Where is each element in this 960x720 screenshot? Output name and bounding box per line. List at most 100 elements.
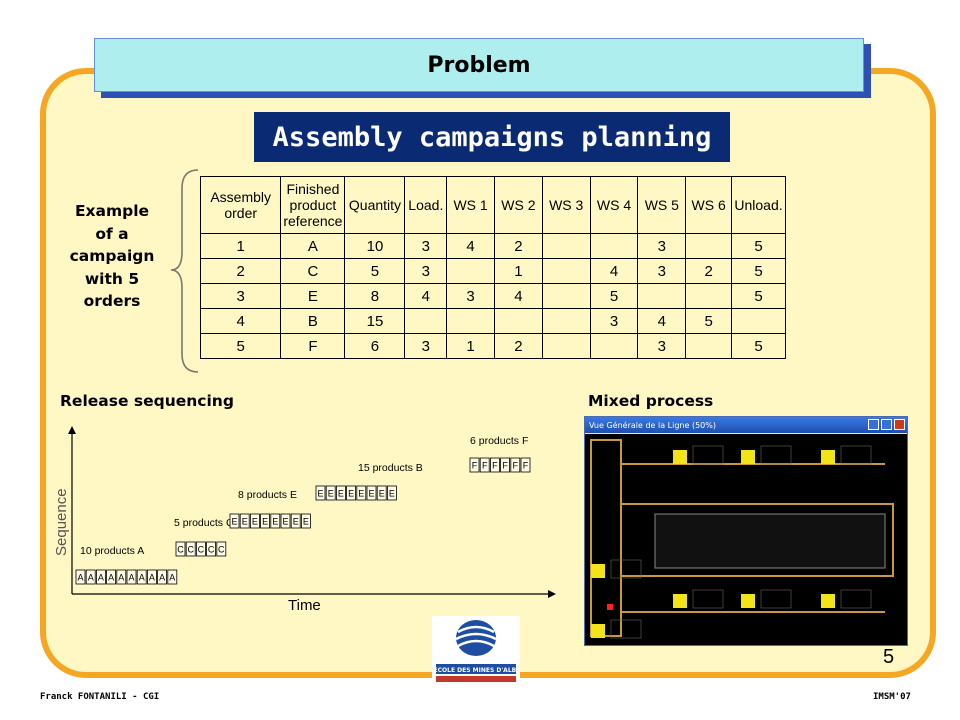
workstation-readout <box>692 589 724 609</box>
table-cell: 3 <box>637 233 687 259</box>
workstation-readout <box>692 445 724 465</box>
table-cell: 5 <box>589 283 639 309</box>
sequence-product-box <box>126 569 137 585</box>
sequence-product-letter: E <box>293 517 299 527</box>
workstation-block <box>591 564 605 578</box>
workstation-block <box>821 450 835 464</box>
example-caption-line: Example <box>74 202 150 220</box>
sequence-product-letter: E <box>338 489 344 499</box>
sequence-product-box <box>116 569 127 585</box>
table-header-line: Unload. <box>734 197 783 213</box>
table-cell: 4 <box>493 283 543 309</box>
table-header-cell: WS 5 <box>637 176 687 234</box>
table-cell <box>541 233 591 259</box>
sequence-product-letter: A <box>128 573 134 583</box>
sequence-product-box <box>239 513 250 529</box>
sequence-product-box <box>335 485 346 501</box>
sequence-product-box <box>270 513 281 529</box>
table-header-cell: Quantity <box>344 176 406 234</box>
workstation-block <box>741 450 755 464</box>
sequence-product-box <box>195 541 206 557</box>
table-header-line: WS 2 <box>501 197 536 213</box>
table-cell: 3 <box>404 333 448 359</box>
table-cell <box>637 283 687 309</box>
sequence-product-box <box>185 541 196 557</box>
table-cell <box>685 333 733 359</box>
workstation-block <box>821 594 835 608</box>
sequence-product-box <box>175 541 186 557</box>
sequence-product-box <box>510 457 521 473</box>
table-header-cell: WS 4 <box>589 176 639 234</box>
sequence-product-letter: E <box>252 517 258 527</box>
workstation-readout <box>610 559 642 579</box>
table-cell: 4 <box>199 308 282 334</box>
sequence-product-letter: E <box>242 517 248 527</box>
table-header-cell: WS 1 <box>446 176 495 234</box>
screen-window-buttons <box>868 419 905 430</box>
sequence-product-box <box>325 485 336 501</box>
workstation-readout <box>840 445 872 465</box>
sequence-product-letter: E <box>282 517 288 527</box>
table-cell: 2 <box>199 258 282 284</box>
sequence-product-box <box>96 569 106 585</box>
sequence-product-letter: F <box>492 461 498 471</box>
table-header-line: WS 6 <box>691 197 726 213</box>
sequence-product-letter: A <box>77 573 83 583</box>
sequence-product-letter: F <box>513 461 519 471</box>
table-cell <box>446 258 495 284</box>
table-cell: 5 <box>685 308 733 334</box>
page-number: 5 <box>883 646 895 668</box>
sequence-product-letter: A <box>159 573 165 583</box>
sequence-product-box <box>206 541 217 557</box>
sequence-product-box <box>346 485 357 501</box>
sequence-product-box <box>157 569 167 585</box>
workstation-readout <box>840 589 872 609</box>
table-cell: 3 <box>199 283 282 309</box>
sequence-product-box <box>366 485 377 501</box>
table-header-cell: Unload. <box>731 176 786 234</box>
sequence-product-box <box>315 485 326 501</box>
mixed-process-screenshot: Vue Générale de la Ligne (50%) <box>584 416 908 646</box>
table-header-line: Assembly <box>210 189 272 205</box>
table-header-line: Load. <box>408 197 444 213</box>
sequence-product-box <box>167 569 178 585</box>
sequence-product-box <box>479 457 490 473</box>
table-header-line: order <box>224 205 258 221</box>
sequence-product-box <box>229 513 240 529</box>
table-header-line: WS 3 <box>549 197 584 213</box>
screen-title-bar: Vue Générale de la Ligne (50%) <box>585 417 907 433</box>
table-header-line: reference <box>283 213 343 229</box>
sequence-product-letter: C <box>187 545 194 555</box>
sequence-product-letter: C <box>177 545 184 555</box>
slide-header: Problem <box>94 38 864 92</box>
workstation-readout <box>760 589 792 609</box>
table-cell <box>731 308 786 334</box>
sequence-product-letter: A <box>139 573 145 583</box>
table-cell <box>404 308 448 334</box>
slide-title: Assembly campaigns planning <box>254 112 730 162</box>
sequence-product-box <box>300 513 311 529</box>
sequence-product-box <box>520 457 531 473</box>
table-cell <box>541 258 591 284</box>
table-cell: 5 <box>731 233 786 259</box>
table-cell <box>589 333 639 359</box>
sequence-product-box <box>136 569 147 585</box>
mixed-process-label: Mixed process <box>588 392 714 410</box>
sequence-product-box <box>356 485 367 501</box>
sequence-product-box <box>260 513 271 529</box>
sequence-product-letter: E <box>348 489 354 499</box>
table-cell <box>589 233 639 259</box>
sequence-product-letter: A <box>98 573 104 583</box>
table-cell: 5 <box>731 258 786 284</box>
y-axis-arrow <box>68 426 76 434</box>
table-cell: 3 <box>446 283 495 309</box>
table-cell: 5 <box>344 258 406 284</box>
